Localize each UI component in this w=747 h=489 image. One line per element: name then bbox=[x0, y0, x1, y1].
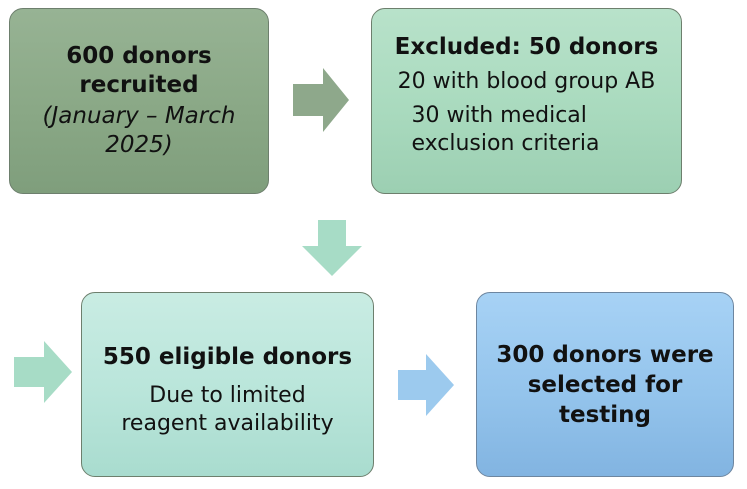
eligible-donors-title: 550 eligible donors bbox=[102, 344, 353, 370]
excluded-donors-box: Excluded: 50 donors 20 with blood group … bbox=[371, 8, 682, 194]
recruited-donors-title: 600 donors recruited bbox=[66, 43, 212, 98]
excluded-blood-group-item: 20 with blood group AB bbox=[397, 69, 656, 94]
selected-donors-title: 300 donors were selected for testing bbox=[496, 341, 714, 428]
excluded-donors-title: Excluded: 50 donors bbox=[394, 34, 659, 60]
right-arrow-icon bbox=[398, 354, 454, 416]
right-arrow-icon bbox=[14, 341, 72, 403]
down-arrow-icon bbox=[302, 220, 362, 276]
right-arrow-icon bbox=[293, 68, 349, 132]
recruitment-period: (January – March 2025) bbox=[42, 103, 236, 158]
excluded-medical-item: 30 with medical exclusion criteria bbox=[411, 103, 600, 156]
eligible-donors-box: 550 eligible donors Due to limited reage… bbox=[81, 292, 374, 477]
selected-donors-box: 300 donors were selected for testing bbox=[476, 292, 734, 477]
eligible-donors-note: Due to limited reagent availability bbox=[121, 383, 334, 436]
recruited-donors-box: 600 donors recruited (January – March 20… bbox=[9, 8, 269, 194]
